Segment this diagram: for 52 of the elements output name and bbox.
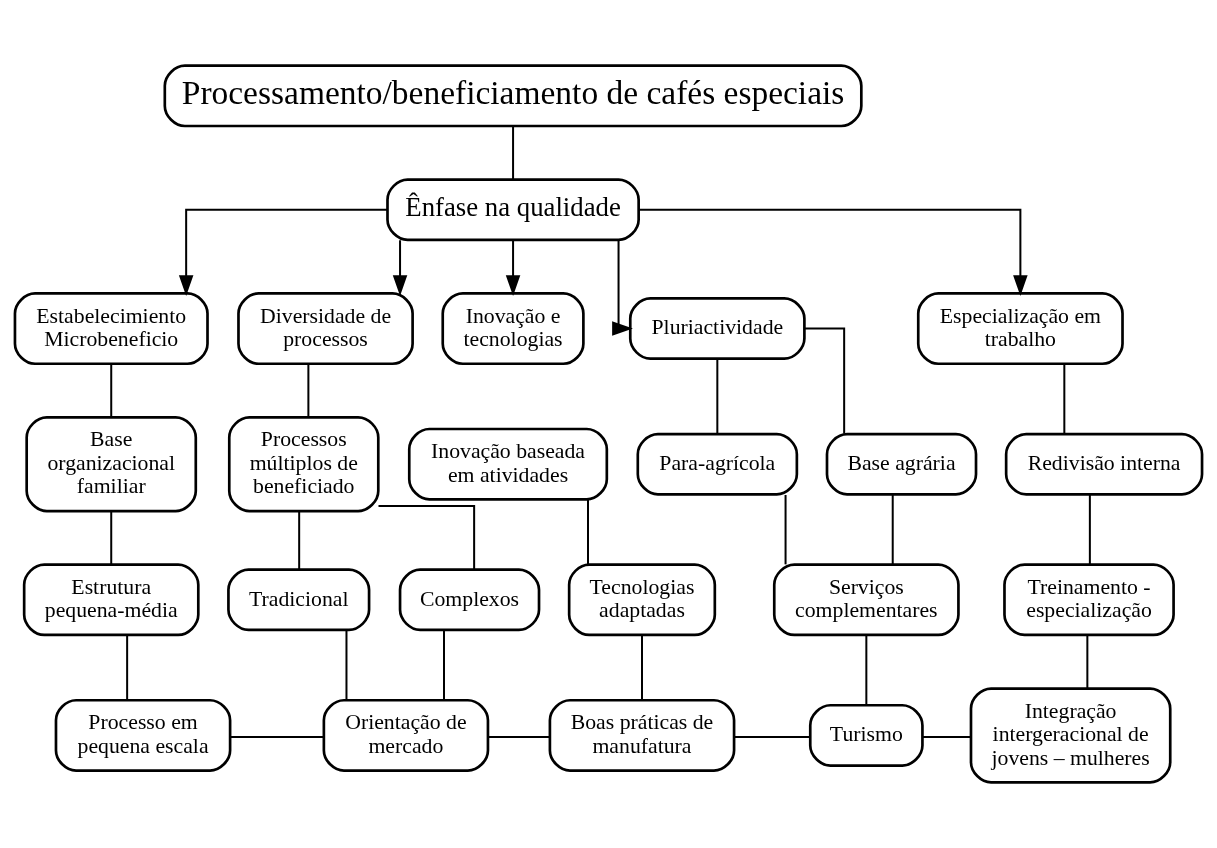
node-box: Base agrária: [825, 432, 978, 496]
node-box: Redivisão interna: [1004, 432, 1204, 496]
node-box: Processamento/beneficiamento de cafés especiais: [163, 64, 863, 128]
node-box: Inovação baseada em atividades: [407, 427, 609, 501]
node-box: Tradicional: [227, 568, 371, 632]
connector: [512, 126, 515, 180]
node-box: Estrutura pequena-média: [22, 563, 200, 637]
arrow: [505, 240, 521, 297]
arrow: [612, 240, 633, 336]
connector: [891, 494, 894, 565]
connector: [443, 630, 445, 700]
arrow: [392, 240, 408, 297]
connector: [110, 364, 113, 418]
connector: [716, 359, 719, 434]
node-box: Para-agrícola: [636, 432, 799, 496]
node-box: Serviços complementares: [772, 563, 960, 637]
connector: [922, 736, 971, 739]
node-box: Complexos: [398, 568, 541, 632]
node-box: Pluriactividade: [628, 297, 806, 361]
connector: [1086, 635, 1089, 689]
node-box: Especialização em trabalho: [916, 292, 1124, 366]
connector: [734, 736, 810, 739]
connector: [126, 635, 129, 701]
node-box: Inovação e tecnologias: [441, 292, 585, 366]
node-box: Treinamento - especialização: [1003, 563, 1175, 637]
arrow: [639, 208, 1028, 296]
connector: [378, 505, 476, 570]
node-box: Processo em pequena escala: [54, 698, 232, 772]
node-box: Estabelecimiento Microbeneficio: [13, 292, 209, 366]
connector: [1063, 364, 1066, 434]
connector: [298, 511, 301, 570]
node-box: Turismo: [808, 703, 924, 767]
node-box: Orientação de mercado: [322, 698, 490, 772]
connector: [488, 736, 550, 739]
connector: [230, 736, 324, 739]
arrow: [178, 208, 388, 296]
node-box: Diversidade de processos: [237, 292, 414, 366]
connector: [804, 327, 846, 434]
connector: [110, 511, 113, 565]
connector: [641, 635, 643, 701]
connector: [865, 635, 868, 706]
node-box: Processos múltiplos de beneficiado: [227, 415, 380, 513]
connector: [345, 630, 348, 700]
node-box: Ênfase na qualidade: [386, 178, 640, 242]
node-box: Boas práticas de manufatura: [548, 698, 736, 772]
connector: [307, 364, 310, 418]
connector: [784, 494, 787, 565]
node-box: Tecnologias adaptadas: [567, 563, 717, 637]
node-box: Integração intergeracional de jovens – mulheres: [969, 687, 1172, 784]
connector: [587, 499, 589, 565]
connector: [1088, 494, 1091, 565]
node-box: Base organizacional familiar: [25, 415, 198, 513]
